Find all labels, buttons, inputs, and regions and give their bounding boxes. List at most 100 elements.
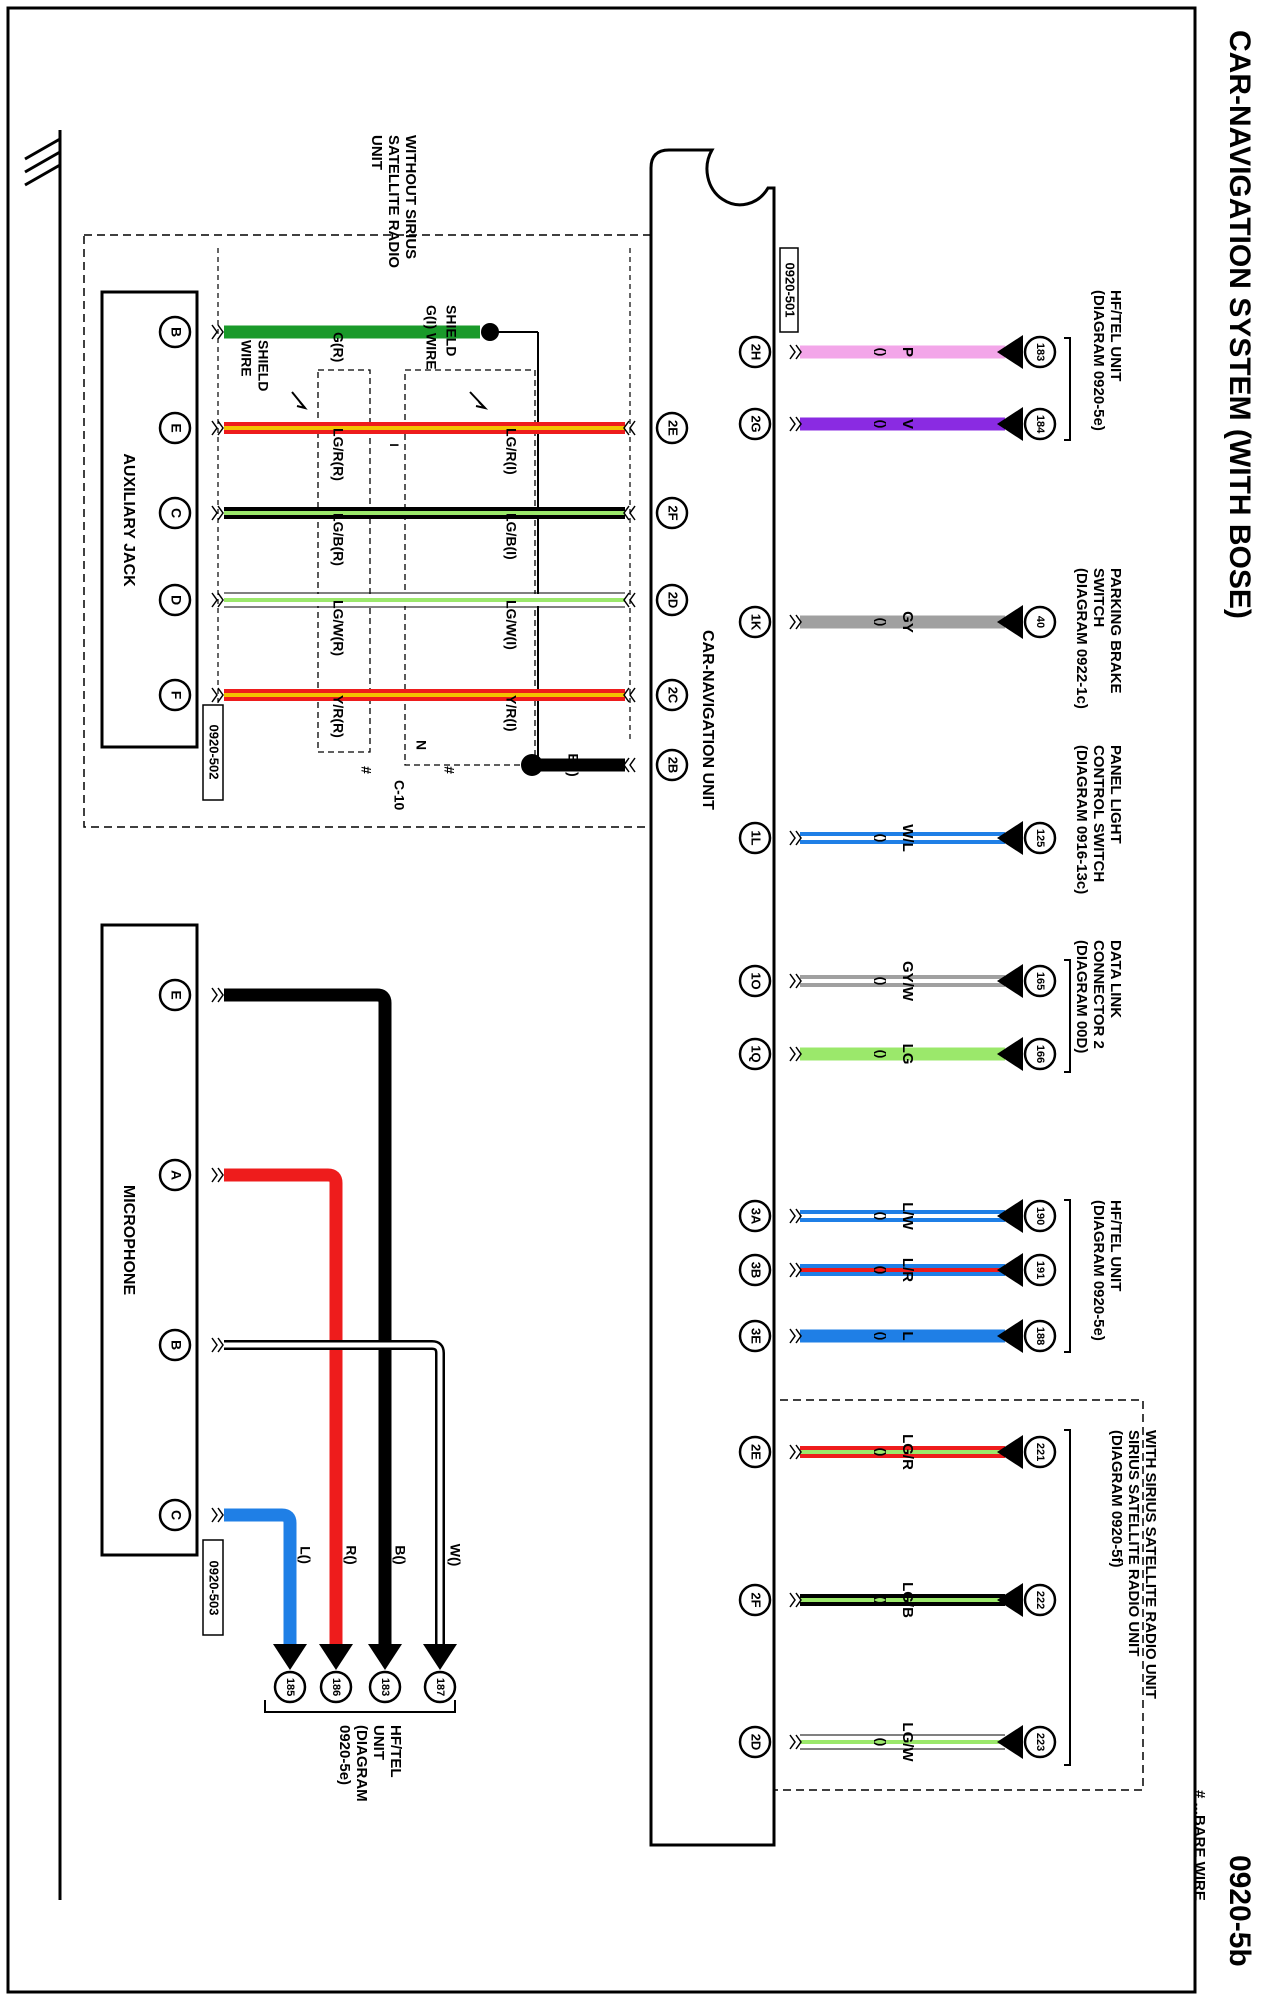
nav-chevron-7-mark [795, 1262, 802, 1278]
aux-wire-left-label-0: G(R) [330, 332, 346, 362]
mic-ref-186-label: 186 [330, 1678, 342, 1696]
bare-wire-hash-left: # [358, 766, 374, 774]
destination-label-0-0: HF/TEL UNIT [1107, 290, 1124, 381]
mic-wire-b [224, 1342, 443, 1650]
nav-wire-label-5: LG [899, 1044, 916, 1065]
aux-pin-e-label: E [168, 423, 184, 432]
nav-pin-1l-3 [738, 821, 772, 855]
nav-wire-sub-11: () [874, 1738, 889, 1747]
aux-chevron-3-mark [211, 592, 218, 608]
nav-ref-190-label: 190 [1034, 1207, 1046, 1225]
aux-chevron-2 [211, 505, 224, 521]
nav-wire-sub-2: () [874, 618, 889, 627]
nav-wire-label-1: V [899, 419, 916, 429]
aux-chevron-1-mark [217, 420, 224, 436]
nav-pin-1q-5-label: 1Q [749, 1045, 764, 1062]
ground-terminal-dot [521, 754, 543, 776]
mic-chevron-3-mark [217, 1507, 224, 1523]
aux-nav-chevron-1-mark [629, 420, 636, 436]
nav-wire-label-10: LG/B [899, 1582, 916, 1618]
nav-chevron-3-mark [795, 830, 802, 846]
nav-chevron-6-mark [795, 1208, 802, 1224]
mic-pin-e-label: E [168, 990, 184, 999]
aux-chevron-3-mark [217, 592, 224, 608]
microphone-box [100, 923, 199, 1557]
aux-wire-right-label-2: LG/B(I) [503, 513, 519, 560]
nav-chevron-1-mark [795, 416, 802, 432]
nav-chevron-0-mark [789, 344, 796, 360]
aux-pin-b [158, 315, 192, 349]
nav-ref-165 [1023, 964, 1057, 998]
aux-pin-b-label: B [168, 327, 184, 337]
destination-label-5-0: WITH SIRIUS SATELLITE RADIO UNIT [1142, 1430, 1159, 1699]
nav-wire-label-3: W/L [899, 824, 916, 852]
aux-pin-e [158, 411, 192, 445]
aux-chevron-2-mark [211, 505, 218, 521]
nav-chevron-1 [789, 416, 802, 432]
nav-ref-165-label: 165 [1034, 972, 1046, 990]
nav-ref-188-label: 188 [1034, 1327, 1046, 1345]
shield-box-right [404, 369, 536, 766]
mic-chevron-0-mark [211, 987, 218, 1003]
aux-pin-f [158, 678, 192, 712]
aux-chevron-4 [211, 687, 224, 703]
nav-ref-166-label: 166 [1034, 1045, 1046, 1063]
aux-connector-tag [202, 704, 224, 801]
mic-destination-bracket [264, 1700, 456, 1713]
aux-wire-right-label-1: LG/R(I) [503, 428, 519, 475]
destination-label-2-1: CONTROL SWITCH [1090, 745, 1107, 882]
destination-bracket-5 [1064, 1429, 1071, 1766]
mic-ref-187 [423, 1670, 457, 1704]
aux-wire-left-label-1: LG/R(R) [330, 428, 346, 481]
nav-ref-184-label: 184 [1034, 415, 1046, 434]
nav-pin-2e-9 [738, 1435, 772, 1469]
nav-wire-sub-9: () [874, 1448, 889, 1457]
aux-chevron-0-mark [211, 324, 218, 340]
aux-splice-dot [481, 323, 499, 341]
destination-label-4-1: (DIAGRAM 0920-5e) [1090, 1200, 1107, 1341]
mic-arrow-b [423, 1644, 457, 1670]
nav-chevron-2 [789, 614, 802, 630]
microphone-label: MICROPHONE [120, 1185, 137, 1296]
nav-connector-tag [779, 247, 799, 333]
nav-ref-190 [1023, 1199, 1057, 1233]
destination-bracket-0 [1064, 337, 1071, 441]
aux-pin-c-label: C [168, 508, 184, 518]
nav-chevron-4-mark [795, 973, 802, 989]
nav-pin-2d-11-label: 2D [749, 1734, 764, 1751]
nav-wire-sub-10: () [874, 1596, 889, 1605]
nav-pin-2d-11 [738, 1725, 772, 1759]
nav-pin-3e-8 [738, 1319, 772, 1353]
nav-chevron-3 [789, 830, 802, 846]
nav-pin-2h-0-label: 2H [749, 344, 764, 361]
mic-pin-a [158, 1158, 192, 1192]
nav-pin-1o-4-label: 1O [749, 972, 764, 989]
mic-pin-e [158, 978, 192, 1012]
aux-nav-chevron-1-mark [623, 420, 630, 436]
nav-chevron-11-mark [795, 1734, 802, 1750]
nav-arrow-7 [997, 1253, 1023, 1287]
nav-chevron-9-mark [795, 1444, 802, 1460]
mic-pin-c [158, 1498, 192, 1532]
mic-ref-183-label: 183 [379, 1678, 391, 1696]
nav-wire-sub-5: () [874, 1050, 889, 1059]
nav-chevron-1-mark [789, 416, 796, 432]
nav-ref-222 [1023, 1583, 1057, 1617]
nav-arrow-11 [997, 1725, 1023, 1759]
nav-wire-label-11: LG/W [899, 1722, 916, 1762]
nav-pin-2f-10 [738, 1583, 772, 1617]
nav-chevron-4 [789, 973, 802, 989]
mic-wire-label-3: L() [297, 1546, 313, 1564]
ground-symbol-icon [24, 130, 62, 1900]
mic-chevron-3 [211, 1507, 224, 1523]
nav-arrow-6 [997, 1199, 1023, 1233]
nav-chevron-10-mark [789, 1592, 796, 1608]
destination-label-4-0: HF/TEL UNIT [1107, 1200, 1124, 1291]
mic-destination-1: UNIT [370, 1725, 387, 1760]
mic-chevron-0-mark [217, 987, 224, 1003]
nav-chevron-7 [789, 1262, 802, 1278]
nav-chevron-10 [789, 1592, 802, 1608]
mic-ref-183 [368, 1670, 402, 1704]
